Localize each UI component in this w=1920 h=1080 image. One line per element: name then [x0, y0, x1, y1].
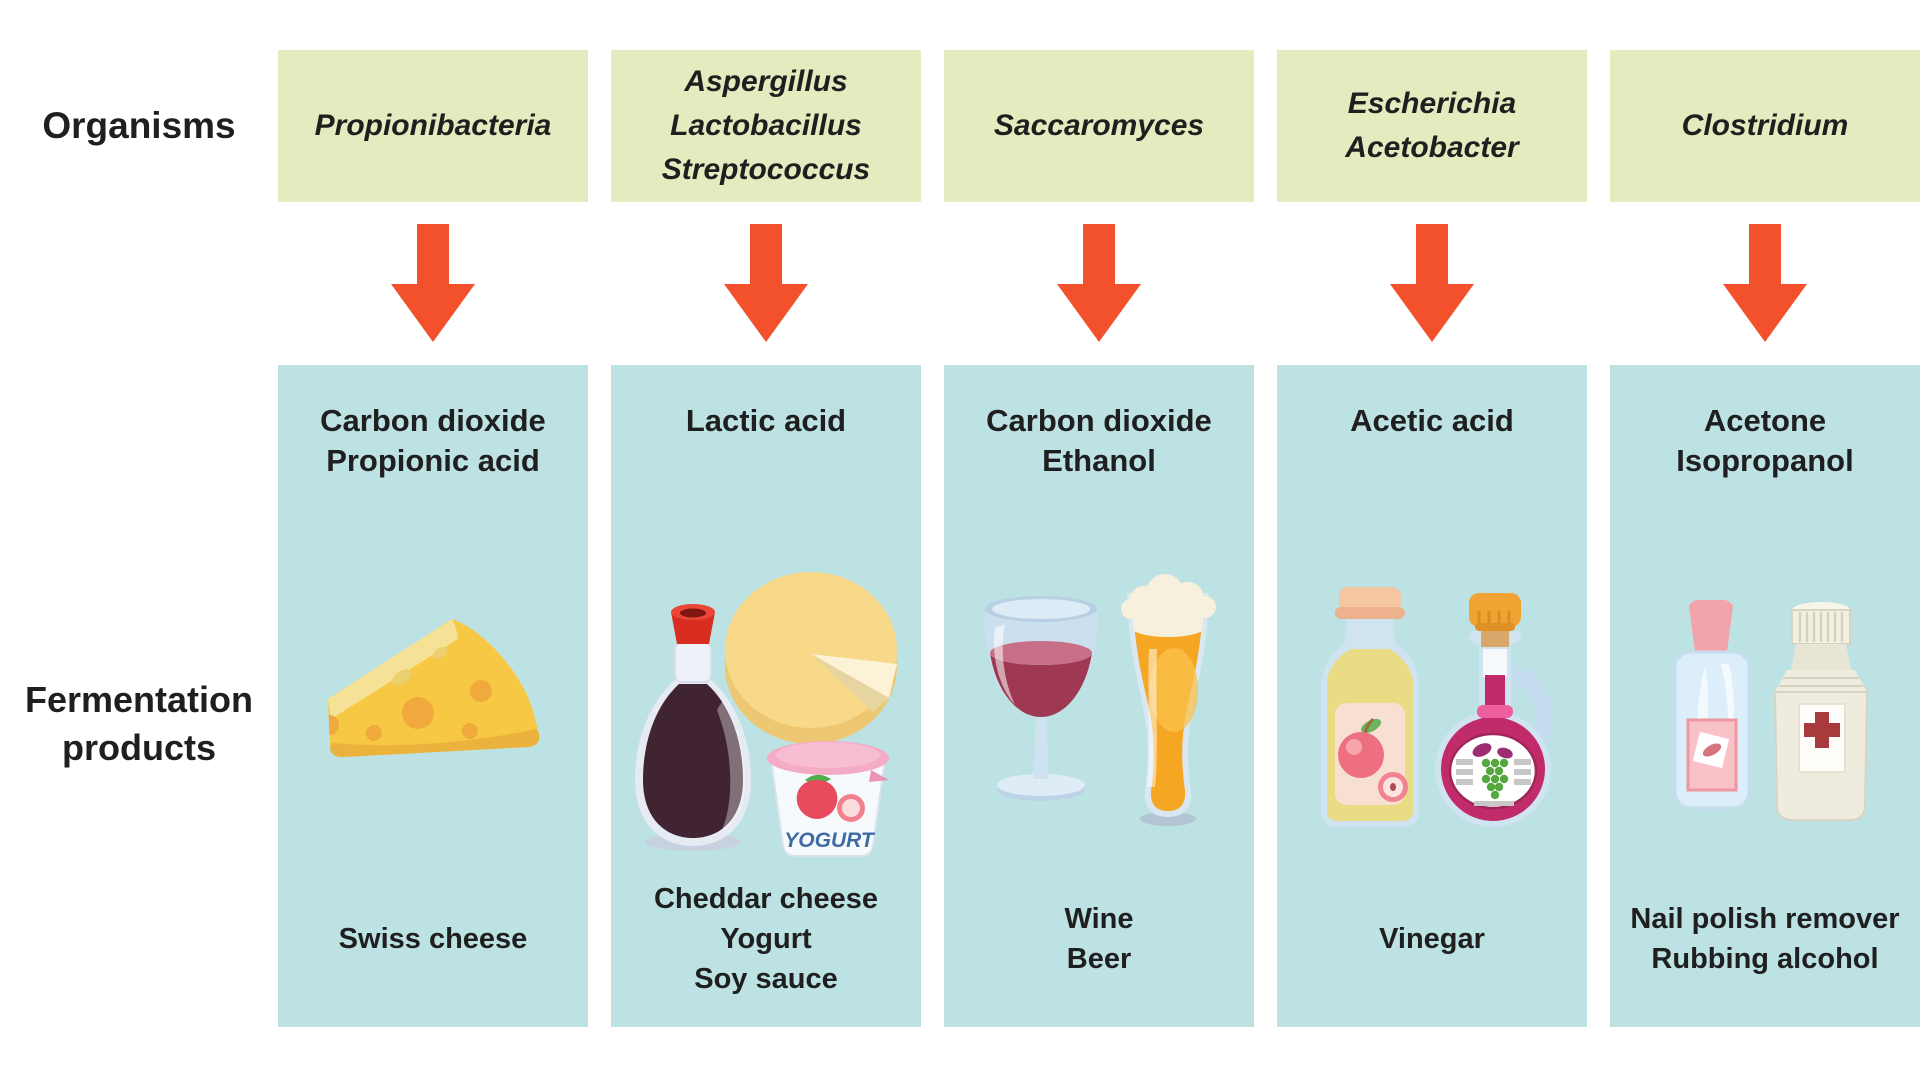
food-products-label: Vinegar — [1277, 859, 1587, 1019]
down-arrow-icon — [724, 224, 808, 342]
chemical-line: Lactic acid — [685, 403, 847, 438]
vinegar-illustration — [1307, 587, 1557, 835]
wine-glass-icon — [984, 596, 1098, 801]
fermentation-products-row-label: Fermentation products — [0, 676, 278, 772]
beer-glass-icon — [1121, 574, 1216, 826]
fermentation-products-box: Acetic acid — [1277, 365, 1587, 1027]
organism-name: Acetobacter — [1345, 131, 1519, 164]
chemical-products-label: Carbon dioxide Propionic acid — [278, 365, 588, 481]
chemical-line: Carbon dioxide — [986, 403, 1212, 438]
food-line: Rubbing alcohol — [1651, 943, 1879, 975]
food-line: Cheddar cheese — [653, 883, 879, 915]
food-line: Yogurt — [720, 923, 812, 955]
organism-name: Aspergillus — [684, 65, 848, 98]
fermentation-products-box: Acetone Isopropanol — [1610, 365, 1920, 1027]
soy-sauce-bottle-icon — [635, 604, 751, 851]
wine-vinegar-bottle-icon — [1435, 593, 1554, 827]
organism-box: Propionibacteria — [278, 50, 588, 202]
organism-name: Lactobacillus — [670, 109, 862, 142]
chemical-line: Acetic acid — [1350, 403, 1514, 438]
chemical-line: Propionic acid — [326, 443, 540, 478]
yogurt-cup-icon: YOGURT — [767, 741, 889, 857]
food-line: Soy sauce — [694, 963, 838, 995]
organism-box: Aspergillus Lactobacillus Streptococcus — [611, 50, 921, 202]
food-line: Beer — [1066, 943, 1132, 975]
food-products-label: Swiss cheese — [278, 859, 588, 1019]
organism-name: Propionibacteria — [314, 109, 552, 142]
column-saccaromyces: Saccaromyces Carbon dioxide Ethanol — [944, 50, 1254, 1027]
cheddar-wheel-icon — [725, 572, 897, 744]
column-clostridium: Clostridium Acetone Isopropanol — [1610, 50, 1920, 1027]
organism-name: Clostridium — [1681, 109, 1849, 142]
food-products-label: Cheddar cheese Yogurt Soy sauce — [611, 859, 921, 1019]
wine-beer-illustration — [969, 565, 1229, 830]
organism-box: Escherichia Acetobacter — [1277, 50, 1587, 202]
organism-name: Streptococcus — [661, 153, 871, 186]
chemical-products-label: Acetic acid — [1277, 365, 1587, 441]
swiss-cheese-icon — [318, 615, 548, 773]
chemical-line: Carbon dioxide — [320, 403, 546, 438]
down-arrow-icon — [1723, 224, 1807, 342]
organism-box: Clostridium — [1610, 50, 1920, 202]
arrow-zone — [1610, 202, 1920, 365]
organisms-row-label: Organisms — [42, 105, 236, 146]
food-products-label: Wine Beer — [944, 859, 1254, 1019]
chemical-products-label: Lactic acid — [611, 365, 921, 441]
fermentation-products-box: Lactic acid — [611, 365, 921, 1027]
down-arrow-icon — [1057, 224, 1141, 342]
column-escherichia-acetobacter: Escherichia Acetobacter Acetic acid — [1277, 50, 1587, 1027]
food-line: Vinegar — [1379, 923, 1485, 955]
organism-box: Saccaromyces — [944, 50, 1254, 202]
fermentation-products-box: Carbon dioxide Propionic acid — [278, 365, 588, 1027]
nail-polish-remover-bottle-icon — [1673, 600, 1751, 810]
column-propionibacteria: Propionibacteria Carbon dioxide Propioni… — [278, 50, 588, 1027]
arrow-zone — [278, 202, 588, 365]
food-line: Swiss cheese — [338, 923, 528, 955]
chemical-products-label: Carbon dioxide Ethanol — [944, 365, 1254, 481]
down-arrow-icon — [391, 224, 475, 342]
lactic-acid-products-illustration: YOGURT — [621, 550, 911, 860]
columns-grid: Propionibacteria Carbon dioxide Propioni… — [278, 50, 1920, 1027]
organism-name: Escherichia — [1347, 87, 1517, 120]
apple-cider-vinegar-bottle-icon — [1321, 587, 1419, 827]
arrow-zone — [1277, 202, 1587, 365]
arrow-zone — [944, 202, 1254, 365]
down-arrow-icon — [1390, 224, 1474, 342]
food-products-label: Nail polish remover Rubbing alcohol — [1610, 859, 1920, 1019]
chemical-line: Acetone — [1703, 403, 1827, 438]
organism-name: Saccaromyces — [993, 109, 1205, 142]
yogurt-label-text: YOGURT — [784, 829, 876, 852]
fermentation-label-line2: products — [61, 727, 216, 768]
chemical-products-label: Acetone Isopropanol — [1610, 365, 1920, 481]
chemical-line: Ethanol — [1042, 443, 1156, 478]
arrow-zone — [611, 202, 921, 365]
column-aspergillus-lactobacillus-streptococcus: Aspergillus Lactobacillus Streptococcus … — [611, 50, 921, 1027]
chemical-line: Isopropanol — [1676, 443, 1854, 478]
rubbing-alcohol-bottle-icon — [1773, 602, 1869, 821]
food-line: Nail polish remover — [1630, 903, 1900, 935]
food-line: Wine — [1064, 903, 1134, 935]
fermentation-products-box: Carbon dioxide Ethanol — [944, 365, 1254, 1027]
solvent-bottles-illustration — [1655, 600, 1875, 828]
fermentation-label-line1: Fermentation — [24, 679, 254, 720]
